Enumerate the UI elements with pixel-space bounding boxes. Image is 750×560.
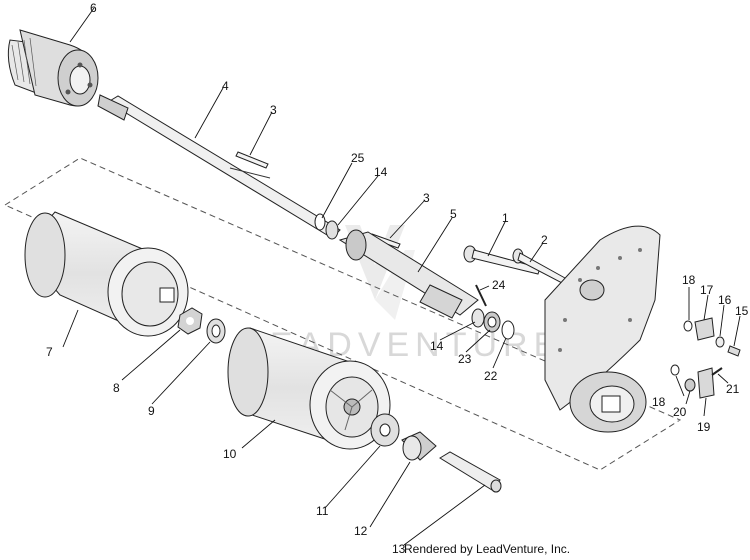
callout-19: 19 (697, 420, 711, 434)
callout-9: 9 (148, 404, 155, 418)
leader-lines (62, 7, 741, 546)
roller-part-10 (227, 327, 391, 450)
callout-8: 8 (113, 381, 120, 395)
callout-1: 1 (502, 211, 509, 225)
callout-17: 17 (700, 283, 714, 297)
callout-24: 25 (351, 151, 365, 165)
nut-part-8 (177, 307, 203, 335)
screw-part-21 (711, 367, 723, 376)
washer-part-9 (206, 318, 226, 344)
callout-7: 7 (46, 345, 53, 359)
nut-part-20 (684, 378, 696, 392)
o-ring-part-25 (501, 320, 515, 340)
washer-part-11 (370, 413, 400, 447)
washer-part-16 (715, 336, 725, 348)
drive-shaft-part-4 (97, 94, 341, 239)
side-plate-assembly (544, 225, 661, 433)
callout-3-lower: 3 (423, 191, 430, 205)
bracket-part-19 (697, 367, 715, 399)
callout-10: 10 (223, 447, 237, 461)
spindle-part-5 (338, 229, 479, 319)
roller-part-7 (24, 211, 189, 337)
assembly-dashed-outline (4, 157, 682, 471)
washer-part-18-upper (683, 320, 693, 332)
bearing-part-22 (483, 311, 501, 333)
callout-14-upper: 14 (374, 165, 388, 179)
shaft-part-13 (439, 451, 502, 493)
washer-part-18-lower (670, 364, 680, 376)
pin-part-23 (475, 284, 487, 307)
coupler-part-12 (401, 431, 437, 461)
callout-21: 21 (726, 382, 740, 396)
o-ring-part-24 (314, 213, 326, 231)
callout-23: 24 (492, 278, 506, 292)
callout-20: 20 (673, 405, 687, 419)
callout-5: 5 (450, 207, 457, 221)
callout-18-upper: 18 (682, 273, 696, 287)
callout-18-lower: 18 (652, 395, 666, 409)
callout-16: 16 (718, 293, 732, 307)
motor-housing-part-6 (7, 29, 99, 107)
callout-22: 23 (458, 352, 472, 366)
callout-3-upper: 3 (270, 103, 277, 117)
callout-25: 22 (484, 369, 498, 383)
callout-14-lower: 14 (430, 339, 444, 353)
callout-labels: 6 4 3 25 14 3 5 1 2 24 14 23 22 7 8 9 10… (46, 1, 749, 556)
spacer-part-14-lower (471, 308, 485, 328)
callout-11: 11 (316, 504, 329, 518)
rendered-by-credit: Rendered by LeadVenture, Inc. (404, 542, 570, 556)
spacer-part-14-upper (325, 220, 339, 240)
callout-6: 6 (90, 1, 97, 15)
callout-15: 15 (735, 304, 749, 318)
callout-2: 2 (541, 233, 548, 247)
callout-12: 12 (354, 524, 368, 538)
callout-13: 13 (392, 542, 406, 556)
callout-4: 4 (222, 79, 229, 93)
bolt-part-2 (512, 248, 566, 284)
bracket-part-17 (694, 317, 715, 341)
screw-part-15 (727, 345, 741, 357)
